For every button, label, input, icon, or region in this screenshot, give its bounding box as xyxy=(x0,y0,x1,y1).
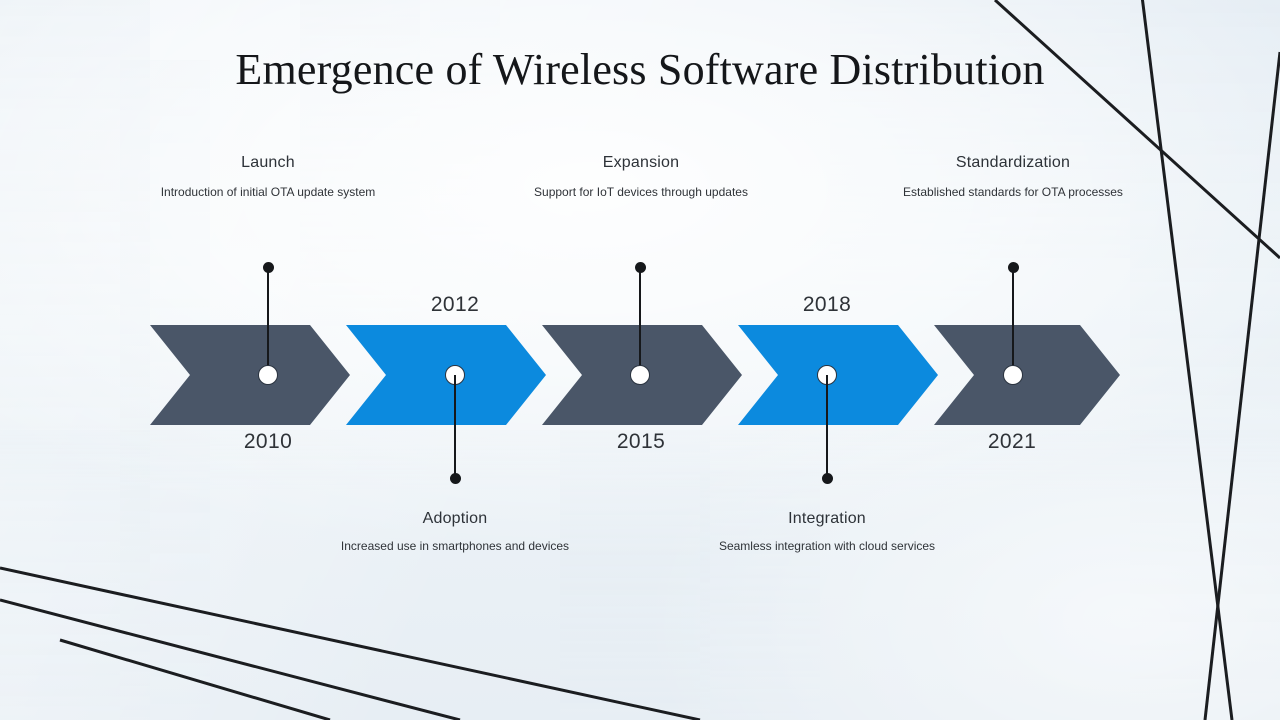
milestone-launch-title: Launch xyxy=(241,154,295,171)
milestone-expansion-title: Expansion xyxy=(602,154,680,171)
year-label-2015: 2015 xyxy=(616,430,666,453)
connector-dot-adoption xyxy=(450,473,461,484)
timeline-node-2021[interactable] xyxy=(1003,365,1023,385)
milestone-expansion-description: Support for IoT devices through updates xyxy=(534,185,748,200)
connector-dot-integration xyxy=(822,473,833,484)
page-title: Emergence of Wireless Software Distribut… xyxy=(235,45,1045,94)
milestone-adoption-title: Adoption xyxy=(422,510,488,527)
year-label-2010: 2010 xyxy=(243,430,293,453)
timeline-node-2015[interactable] xyxy=(630,365,650,385)
milestone-expansion[interactable]: Expansion Support for IoT devices throug… xyxy=(526,153,756,201)
timeline-node-2010[interactable] xyxy=(258,365,278,385)
year-label-2021: 2021 xyxy=(987,430,1037,453)
milestone-launch[interactable]: Launch Introduction of initial OTA updat… xyxy=(153,153,383,201)
chevron-segment-2010[interactable] xyxy=(150,325,350,425)
connector-line-integration xyxy=(826,375,828,480)
milestone-integration-description: Seamless integration with cloud services xyxy=(718,539,936,554)
milestone-standardization-description: Established standards for OTA processes xyxy=(903,185,1123,200)
milestone-standardization-title: Standardization xyxy=(955,154,1071,171)
milestone-adoption-description: Increased use in smartphones and devices xyxy=(340,539,570,554)
milestone-integration-title: Integration xyxy=(788,510,866,527)
chevron-segment-2018[interactable] xyxy=(738,325,938,425)
year-label-2012: 2012 xyxy=(430,293,480,316)
milestone-standardization[interactable]: Standardization Established standards fo… xyxy=(898,153,1128,201)
milestone-adoption[interactable]: Adoption Increased use in smartphones an… xyxy=(340,509,570,555)
chevron-segment-2021[interactable] xyxy=(934,325,1120,425)
year-label-2018: 2018 xyxy=(802,293,852,316)
milestone-integration[interactable]: Integration Seamless integration with cl… xyxy=(712,509,942,555)
connector-line-adoption xyxy=(454,375,456,480)
connector-line-expansion xyxy=(639,267,641,375)
milestone-launch-description: Introduction of initial OTA update syste… xyxy=(160,185,376,200)
connector-line-standardization xyxy=(1012,267,1014,375)
connector-line-launch xyxy=(267,267,269,375)
